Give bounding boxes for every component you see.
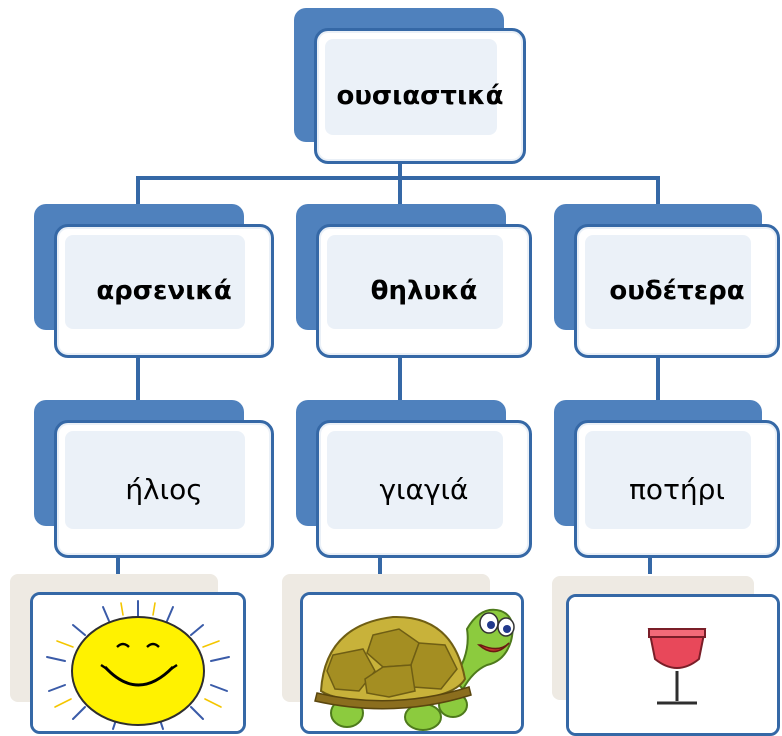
connector-right-down	[656, 176, 660, 204]
root-node: ουσιαστικά	[294, 8, 526, 164]
sun-icon	[33, 595, 243, 731]
category-label-neuter: ουδέτερα	[609, 276, 745, 306]
example-label-3: ποτήρι	[629, 472, 725, 506]
connector-left-down	[136, 176, 140, 204]
category-label-masculine: αρσενικά	[96, 276, 232, 306]
example-node-1: ήλιος	[34, 400, 274, 560]
connector-middle-down	[398, 176, 402, 204]
example-node-2: γιαγιά	[296, 400, 536, 560]
connector-example-image-1	[116, 558, 120, 574]
category-node-masculine: αρσενικά	[34, 204, 274, 358]
turtle-icon	[303, 595, 521, 731]
sun-image	[30, 592, 246, 734]
connector-example-image-2	[378, 558, 382, 574]
connector-category-example-3	[656, 356, 660, 400]
wine-glass-icon	[569, 597, 777, 733]
category-label-feminine: θηλυκά	[370, 276, 478, 306]
connector-category-example-1	[136, 356, 140, 400]
category-node-feminine: θηλυκά	[296, 204, 536, 358]
connector-category-example-2	[398, 356, 402, 400]
root-label: ουσιαστικά	[336, 81, 504, 111]
example-label-1: ήλιος	[125, 472, 203, 506]
example-node-3: ποτήρι	[554, 400, 780, 560]
turtle-image	[300, 592, 524, 734]
connector-example-image-3	[648, 558, 652, 574]
example-label-2: γιαγιά	[379, 472, 469, 506]
wine-glass-image	[566, 594, 780, 736]
category-node-neuter: ουδέτερα	[554, 204, 780, 358]
connector-root-down	[398, 160, 402, 180]
